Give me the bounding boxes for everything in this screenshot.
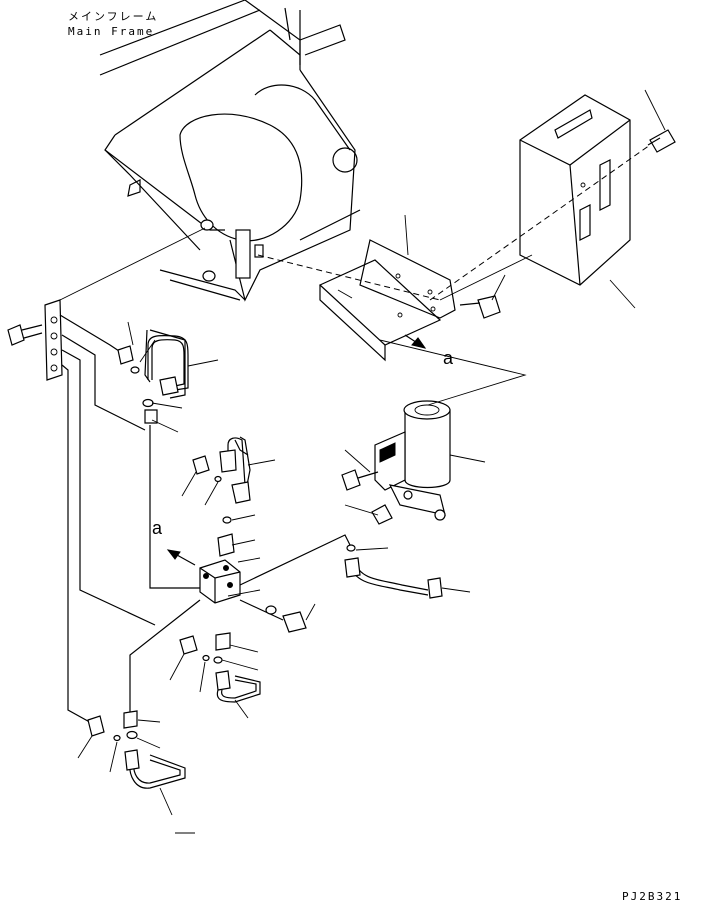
- distributor-block: [199, 533, 307, 651]
- main-frame-label-jp: メインフレーム: [68, 10, 159, 23]
- pipe-middle: [181, 437, 276, 597]
- reference-arrow-lower: [166, 549, 196, 566]
- main-frame: [99, 0, 361, 302]
- grease-pump: [341, 400, 486, 525]
- pipe-bottom: [77, 710, 186, 816]
- bolt-upper-right: [644, 89, 676, 153]
- leader-bracket: [404, 214, 409, 256]
- pipe-right: [305, 544, 471, 621]
- leader-bracket-plate: [439, 254, 533, 301]
- cover-plate: [429, 94, 651, 301]
- pipe-upper: [117, 321, 219, 433]
- main-frame-label-en: Main Frame: [68, 25, 155, 38]
- reference-callout-a-upper: a: [443, 348, 454, 368]
- reference-callout-a-lower: a: [152, 518, 163, 538]
- leader-pump-bracket: [379, 339, 527, 406]
- leader-plate: [609, 279, 636, 309]
- reference-arrow-upper: [404, 334, 427, 349]
- drawing-code: PJ2B321: [622, 890, 683, 903]
- pipe-lower: [169, 635, 261, 719]
- bolt-bracket: [459, 274, 506, 319]
- mounting-bracket: [257, 239, 456, 362]
- terminal-plate: [7, 227, 206, 381]
